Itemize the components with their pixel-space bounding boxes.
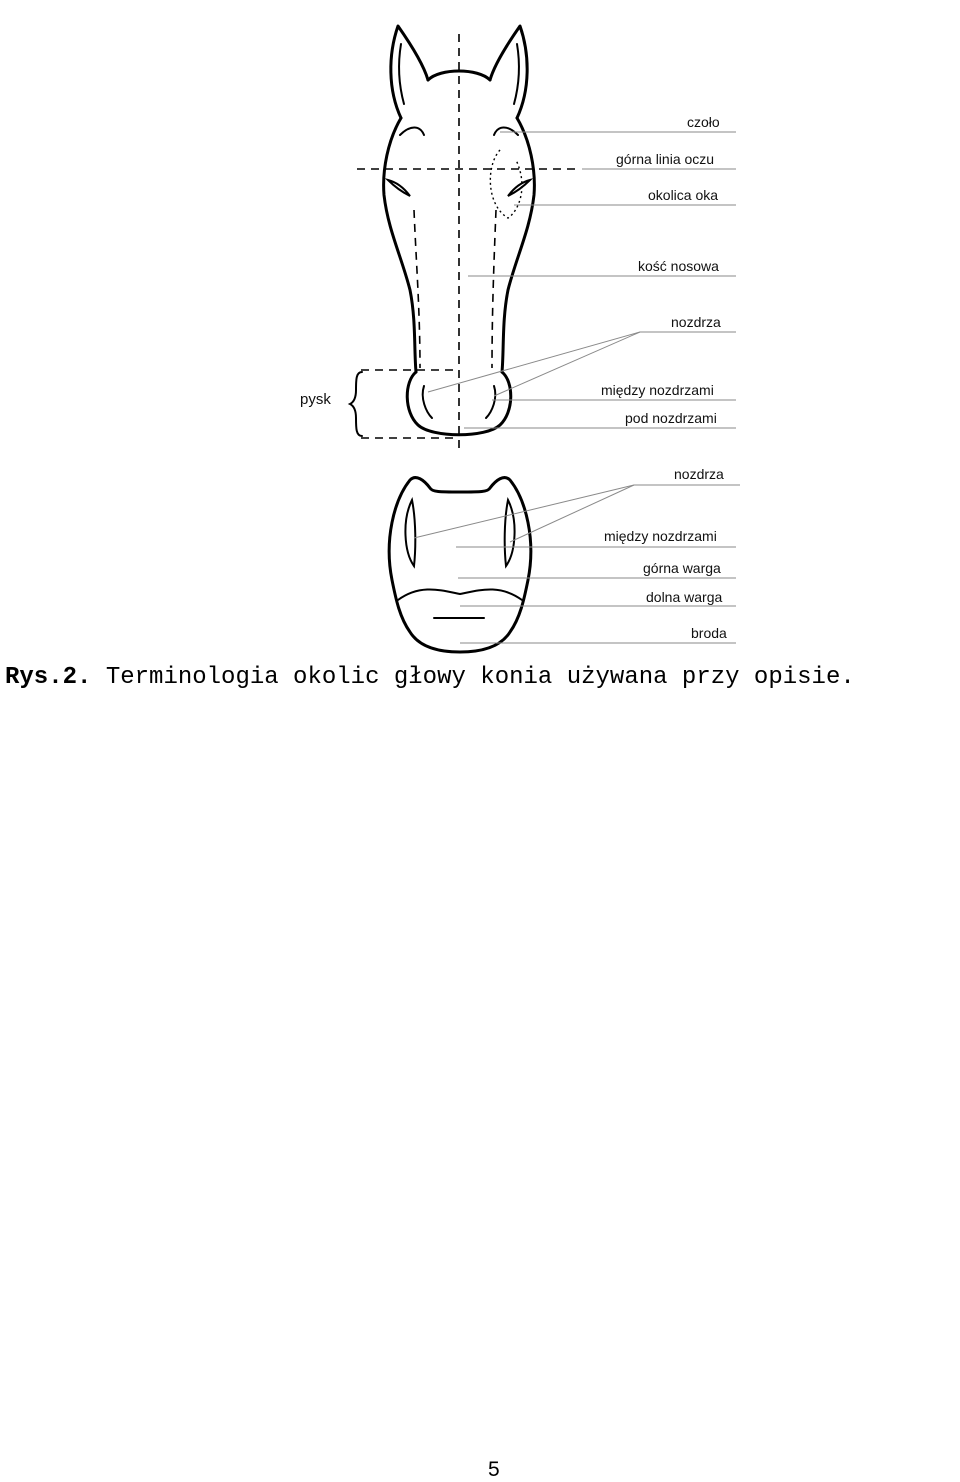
leader-lines xyxy=(413,131,740,644)
right-ear-inner xyxy=(513,43,520,105)
left-brow xyxy=(399,126,425,136)
label-miedzy-nozdrzami-bottom: między nozdrzami xyxy=(604,528,717,544)
eye-region-dotted xyxy=(489,149,523,219)
right-face-dashed xyxy=(491,209,497,369)
horse-head-terminology-diagram: czoło górna linia oczu okolica oka kość … xyxy=(300,24,740,654)
right-ear xyxy=(488,24,529,120)
poll xyxy=(426,69,492,82)
horse-head-front-view xyxy=(347,24,580,448)
label-gorna-linia-oczu: górna linia oczu xyxy=(616,151,714,167)
labels: czoło górna linia oczu okolica oka kość … xyxy=(300,114,727,641)
label-nozdrza-bottom: nozdrza xyxy=(674,466,724,482)
muzzle-outline xyxy=(387,476,533,654)
label-miedzy-nozdrzami-top: między nozdrzami xyxy=(601,382,714,398)
horse-muzzle-view xyxy=(387,476,533,654)
label-gorna-warga: górna warga xyxy=(643,560,721,576)
left-ear xyxy=(389,24,430,120)
head-outline-left xyxy=(382,116,418,374)
label-okolica-oka: okolica oka xyxy=(648,187,718,203)
lip-line xyxy=(397,588,523,601)
muzzle-left-nostril xyxy=(404,496,417,569)
label-nozdrza-top: nozdrza xyxy=(671,314,721,330)
right-nostril xyxy=(485,385,497,419)
figure-number: Rys.2. xyxy=(5,664,92,691)
figure-caption: Rys.2. Terminologia okolic głowy konia u… xyxy=(5,664,855,691)
muzzle-right-nostril xyxy=(503,496,516,569)
left-eye xyxy=(384,178,411,197)
figure-caption-text: Terminologia okolic głowy konia używana … xyxy=(105,664,855,691)
label-broda: broda xyxy=(691,625,727,641)
label-kosc-nosowa: kość nosowa xyxy=(638,258,719,274)
right-eye xyxy=(507,178,534,197)
head-outline-right xyxy=(500,116,536,374)
label-dolna-warga: dolna warga xyxy=(646,589,722,605)
label-pysk: pysk xyxy=(300,391,331,408)
pysk-brace xyxy=(347,371,363,437)
label-pod-nozdrzami: pod nozdrzami xyxy=(625,410,717,426)
left-nostril xyxy=(421,385,433,419)
label-czolo: czoło xyxy=(687,114,720,130)
muzzle xyxy=(405,370,513,437)
right-brow xyxy=(493,126,519,136)
page-number: 5 xyxy=(488,1458,500,1481)
left-ear-inner xyxy=(398,43,405,105)
left-face-dashed xyxy=(413,209,421,369)
